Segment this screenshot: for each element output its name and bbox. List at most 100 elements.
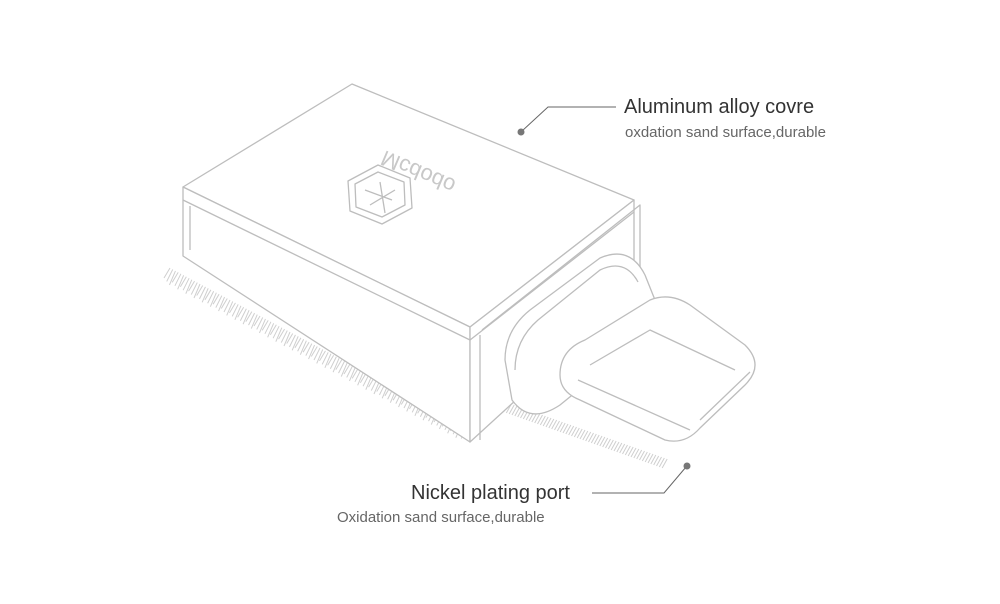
hatch-stroke: [229, 302, 236, 314]
hatch-stroke: [226, 301, 234, 316]
hatch-stroke: [267, 323, 275, 338]
hatch-stroke: [324, 353, 332, 369]
hatch-stroke: [656, 456, 662, 467]
hatch-stroke: [286, 333, 294, 344]
hatch-stroke: [275, 327, 283, 342]
callout-line-bottom: [592, 466, 687, 494]
hatch-stroke: [242, 309, 250, 325]
hatch-stroke: [163, 267, 171, 279]
hatch-stroke: [335, 359, 343, 370]
hatch-stroke: [565, 424, 572, 435]
hatch-stroke: [231, 304, 239, 317]
hatch-stroke: [537, 414, 543, 425]
hatch-stroke: [338, 360, 345, 374]
hatch-stroke: [313, 347, 321, 361]
hatch-stroke: [644, 452, 651, 463]
hatch-stroke: [534, 413, 541, 424]
hatch-stroke: [605, 438, 611, 449]
hatch-stroke: [613, 441, 620, 452]
hatch-stroke: [346, 365, 354, 378]
hatch-stroke: [310, 346, 318, 357]
hatch-stroke: [234, 305, 242, 321]
hatch-stroke: [248, 312, 255, 326]
hatch-stroke: [508, 404, 515, 415]
hatch-stroke: [308, 344, 316, 360]
hatch-stroke: [299, 340, 307, 355]
hatch-stroke: [283, 331, 291, 347]
usb-c-plug: [559, 296, 756, 442]
hatch-stroke: [348, 366, 356, 382]
hatch-stroke: [201, 288, 209, 303]
hatch-stroke: [166, 269, 174, 282]
hatch-stroke: [593, 434, 600, 445]
hatch-stroke: [199, 286, 206, 300]
hatch-stroke: [327, 355, 335, 366]
hatch-stroke: [650, 454, 657, 465]
logo-hexagon: [347, 164, 413, 225]
hatch-stroke: [616, 442, 623, 453]
hatch-stroke: [539, 415, 546, 426]
hatch-stroke: [542, 416, 549, 427]
hatch-stroke: [619, 443, 626, 454]
hatch-stroke: [264, 321, 272, 335]
hatch-stroke: [511, 405, 518, 416]
hatch-stroke: [289, 334, 296, 348]
hatch-stroke: [207, 291, 215, 304]
hatch-stroke: [174, 273, 182, 287]
hatch-stroke: [168, 270, 176, 286]
hatch-stroke: [188, 280, 195, 292]
hatch-stroke: [237, 307, 245, 318]
hatch-stroke: [622, 444, 628, 455]
hatch-stroke: [602, 437, 609, 448]
hatch-stroke: [220, 298, 228, 309]
hatch-stroke: [607, 439, 614, 450]
hatch-stroke: [636, 449, 643, 460]
hatch-stroke: [354, 369, 362, 383]
hatch-stroke: [641, 451, 648, 462]
hatch-stroke: [340, 362, 348, 377]
hatch-stroke: [571, 426, 577, 437]
hatch-stroke: [253, 315, 261, 327]
hatch-stroke: [193, 283, 201, 299]
hatch-stroke: [627, 446, 634, 457]
hatch-stroke: [256, 317, 264, 330]
hatch-stroke: [556, 421, 563, 432]
hatch-stroke: [258, 318, 266, 334]
hatch-stroke: [559, 422, 566, 433]
hatch-stroke: [599, 436, 606, 447]
hatch-stroke: [177, 275, 185, 290]
hatch-stroke: [647, 453, 654, 464]
hatch-stroke: [302, 341, 310, 353]
hatch-stroke: [239, 308, 247, 321]
hatch-stroke: [261, 320, 269, 331]
hatch-stroke: [280, 330, 288, 343]
hatch-stroke: [661, 458, 668, 469]
hatch-stroke: [554, 420, 560, 431]
hatch-stroke: [658, 457, 665, 468]
hatch-stroke: [278, 328, 285, 340]
hatch-stroke: [204, 289, 212, 301]
hatch-stroke: [294, 337, 302, 349]
hatch-stroke: [548, 418, 555, 429]
hatch-stroke: [305, 343, 313, 356]
hatch-stroke: [196, 285, 204, 296]
callout-title-cover: Aluminum alloy covre: [624, 96, 815, 118]
hatch-stroke: [332, 357, 340, 373]
hatch-stroke: [562, 423, 569, 434]
callout-line-top: [521, 106, 616, 132]
callout-dot-bottom: [683, 462, 691, 470]
hatch-stroke: [653, 455, 660, 466]
hatch-stroke: [269, 324, 277, 335]
hatch-stroke: [245, 311, 253, 322]
hatch-stroke: [343, 363, 351, 375]
callout-title-port: Nickel plating port: [411, 482, 570, 504]
hatch-stroke: [329, 356, 337, 369]
hatch-stroke: [171, 272, 179, 283]
hatch-stroke: [576, 428, 583, 439]
hatch-stroke: [639, 450, 645, 461]
hatch-stroke: [291, 336, 299, 351]
hatch-stroke: [297, 339, 305, 352]
hatch-stroke: [357, 371, 365, 386]
hatch-stroke: [215, 295, 223, 308]
